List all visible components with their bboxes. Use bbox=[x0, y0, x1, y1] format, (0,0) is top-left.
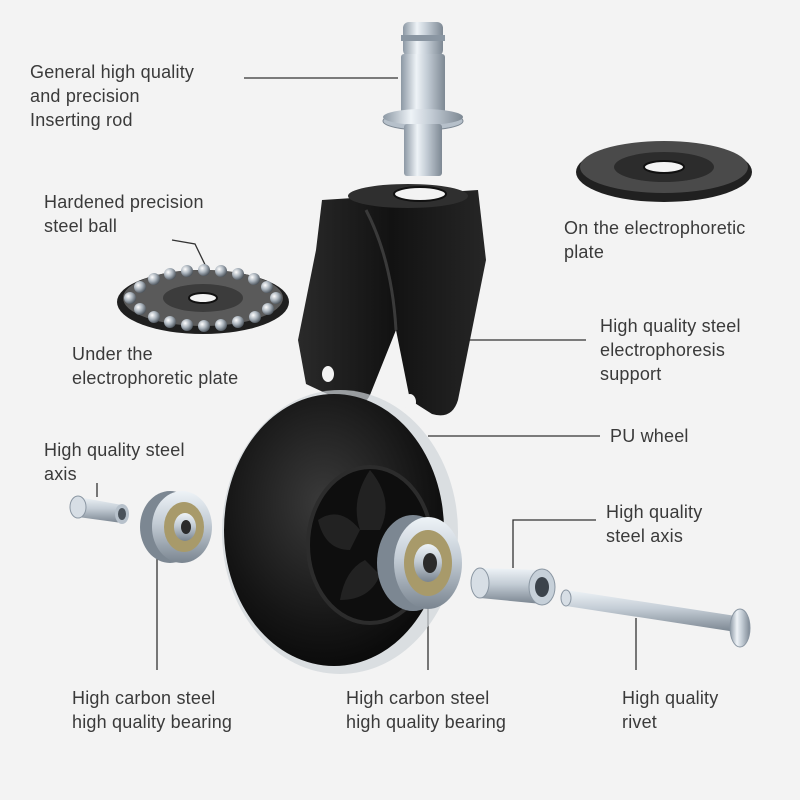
label-line: On the electrophoretic bbox=[564, 218, 746, 238]
label-line: support bbox=[600, 364, 662, 384]
label-line: steel ball bbox=[44, 216, 118, 236]
label-on-plate: On the electrophoretic plate bbox=[564, 216, 746, 264]
label-steel-ball: Hardened precision steel ball bbox=[44, 190, 204, 238]
inserting-rod bbox=[382, 22, 464, 176]
label-rivet: High quality rivet bbox=[622, 686, 718, 734]
rivet bbox=[560, 589, 751, 648]
label-line: High carbon steel bbox=[346, 688, 490, 708]
bearing-right bbox=[377, 515, 462, 611]
bearing-left bbox=[140, 491, 212, 563]
label-line: Inserting rod bbox=[30, 110, 133, 130]
label-line: high quality bearing bbox=[346, 712, 507, 732]
label-support: High quality steel electrophoresis suppo… bbox=[600, 314, 741, 386]
steel-axis-left bbox=[69, 495, 129, 524]
label-line: plate bbox=[564, 242, 605, 262]
label-line: and precision bbox=[30, 86, 140, 106]
label-line: electrophoretic plate bbox=[72, 368, 239, 388]
label-axis-right: High quality steel axis bbox=[606, 500, 702, 548]
label-line: steel axis bbox=[606, 526, 684, 546]
label-line: General high quality bbox=[30, 62, 195, 82]
label-line: High quality steel bbox=[44, 440, 185, 460]
label-bearing-right: High carbon steel high quality bearing bbox=[346, 686, 506, 734]
label-line: PU wheel bbox=[610, 426, 689, 446]
steel-support-bracket bbox=[298, 184, 486, 416]
label-axis-left: High quality steel axis bbox=[44, 438, 185, 486]
label-line: High quality bbox=[606, 502, 703, 522]
label-line: Hardened precision bbox=[44, 192, 204, 212]
steel-axis-right bbox=[470, 567, 556, 606]
label-line: electrophoresis bbox=[600, 340, 726, 360]
label-line: high quality bearing bbox=[72, 712, 233, 732]
label-under-plate: Under the electrophoretic plate bbox=[72, 342, 238, 390]
top-electrophoretic-plate bbox=[576, 141, 752, 202]
ball-bearing-plate bbox=[117, 264, 289, 334]
label-line: Under the bbox=[72, 344, 153, 364]
label-line: High quality steel bbox=[600, 316, 741, 336]
label-line: axis bbox=[44, 464, 77, 484]
label-line: High quality bbox=[622, 688, 719, 708]
label-line: rivet bbox=[622, 712, 658, 732]
label-bearing-left: High carbon steel high quality bearing bbox=[72, 686, 232, 734]
leader-axis-right bbox=[512, 519, 596, 568]
steel-balls bbox=[124, 264, 282, 332]
label-pu-wheel: PU wheel bbox=[610, 424, 689, 448]
label-inserting-rod: General high quality and precision Inser… bbox=[30, 60, 194, 132]
label-line: High carbon steel bbox=[72, 688, 216, 708]
